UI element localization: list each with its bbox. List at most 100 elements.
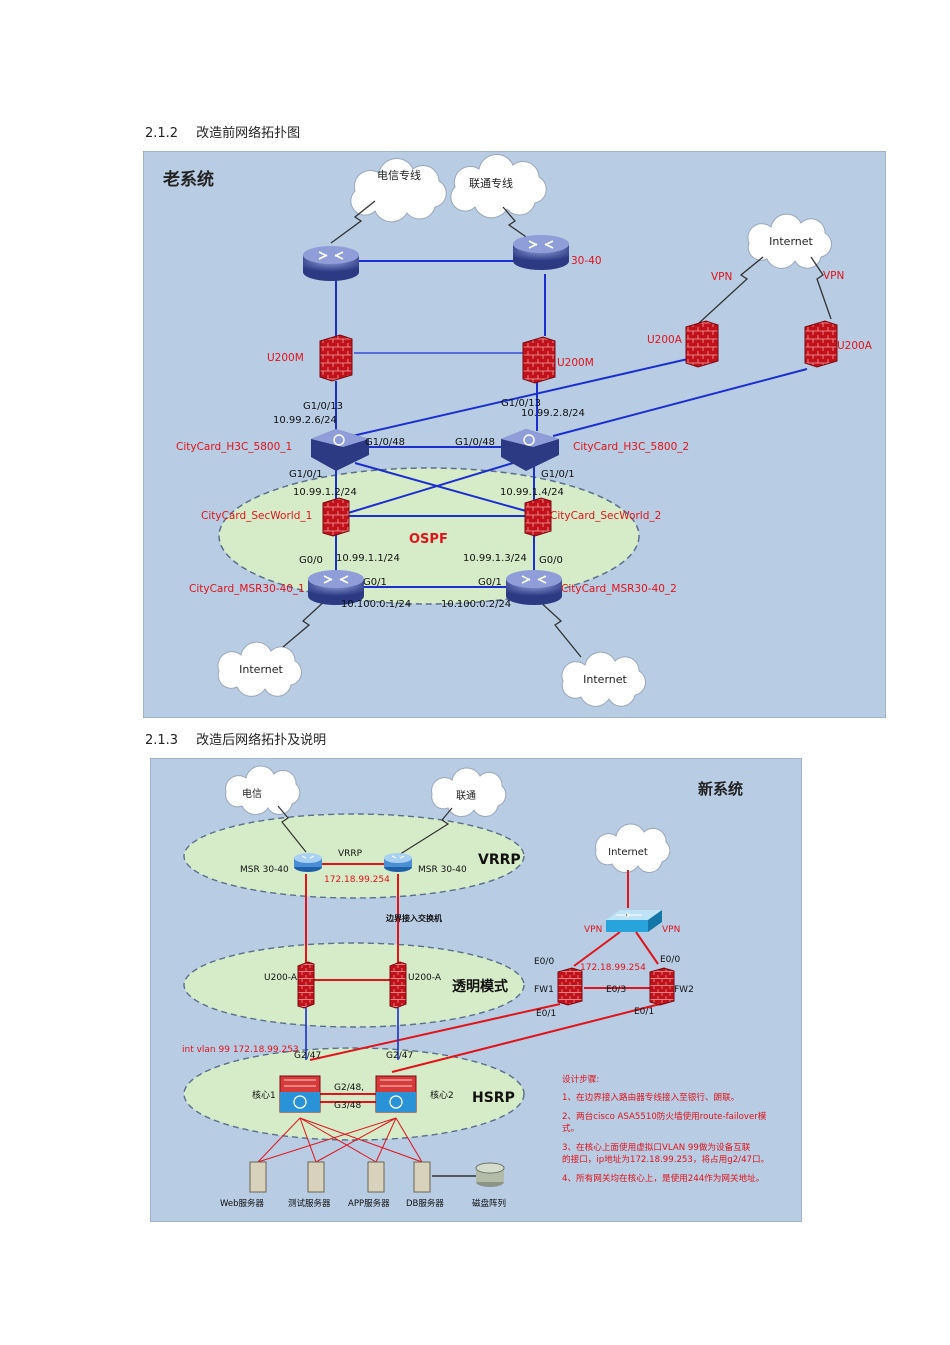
old-msr-left: [308, 570, 364, 605]
cloud-internet-left: Internet: [217, 641, 302, 697]
label-if-g1-0-48-left: G1/0/48: [365, 437, 405, 448]
old-router-top-left: [303, 246, 359, 281]
old-switch-left: [311, 429, 369, 471]
cloud-unicom: 联通: [431, 767, 507, 818]
label-fw-sec-right: CityCard_SecWorld_2: [550, 510, 661, 522]
label-u200m-right: U200M: [557, 357, 594, 369]
label-vpn-right-new: VPN: [662, 925, 680, 935]
new-fw2: [649, 967, 675, 1006]
notes-step3a: 3、在核心上面使用虚拟口VLAN 99做为设备互联: [562, 1141, 751, 1153]
label-g2-47-right: G2/47: [386, 1051, 413, 1061]
label-if-g1-0-13-left: G1/0/13: [303, 401, 343, 412]
old-wan-zigzags: [282, 200, 832, 658]
label-srv-db: DB服务器: [406, 1198, 444, 1209]
label-storage: 磁盘阵列: [472, 1198, 506, 1209]
old-switch-right: [501, 429, 559, 471]
label-vrrp-link: VRRP: [338, 849, 363, 859]
new-router-msr-left: [294, 853, 322, 872]
label-g2-48: G2/48,: [334, 1083, 364, 1093]
core-switch-1: [279, 1075, 321, 1113]
cloud-telecom: 电信: [225, 765, 301, 816]
new-topology-diagram: 新系统 电信 联通 Internet: [150, 758, 802, 1222]
new-vpn-switch: [606, 910, 662, 932]
label-msr-left: CityCard_MSR30-40_1: [189, 583, 305, 595]
notes-step4: 4、所有网关均在核心上，是使用244作为网关地址。: [562, 1172, 764, 1184]
label-if-g0-1-right: G0/1: [478, 577, 502, 588]
cloud-internet-left-label: Internet: [239, 663, 283, 676]
label-e0-3: E0/3: [606, 985, 626, 995]
label-msr-right-new: MSR 30-40: [418, 865, 467, 875]
label-ip-10-100-0-2: 10.100.0.2/24: [441, 599, 511, 610]
new-red-links: [305, 863, 661, 1073]
label-transparent-mode: 透明模式: [452, 978, 508, 995]
transparent-zone: [183, 942, 525, 1028]
label-srv-web: Web服务器: [220, 1198, 265, 1209]
label-u200a-right: U200A: [837, 340, 873, 352]
label-vpn-left: VPN: [711, 271, 732, 283]
old-fw-secworld-left: [322, 497, 350, 537]
label-ip-10-99-2-6: 10.99.2.6/24: [273, 415, 337, 426]
label-hsrp-zone: HSRP: [472, 1090, 515, 1106]
label-if-g1-0-1-left: G1/0/1: [289, 469, 323, 480]
core-switch-2: [375, 1075, 417, 1113]
old-fw-u200a-left: [685, 320, 719, 368]
label-if-g0-0-right: G0/0: [539, 555, 563, 566]
vrrp-zone: [183, 813, 525, 899]
label-e0-1-left: E0/1: [536, 1009, 556, 1019]
old-fw-u200a-right: [804, 320, 838, 368]
label-int-vlan: int vlan 99 172.18.99.253: [182, 1045, 299, 1055]
storage-array: [475, 1162, 505, 1187]
new-diagram-title: 新系统: [698, 780, 743, 798]
label-ip-10-100-0-1: 10.100.0.1/24: [341, 599, 411, 610]
cloud-telecom-line: 电信专线: [350, 158, 447, 223]
old-fw-u200m-left: [319, 334, 353, 382]
label-u200a-left-new: U200-A: [264, 973, 298, 983]
old-topology-diagram: 老系统 电信专线 联通专线 Internet Internet Internet: [143, 151, 886, 718]
label-u200a-right-new: U200-A: [408, 973, 442, 983]
notes-step2a: 2、两台cisco ASA5510防火墙使用route-failover模: [562, 1110, 767, 1122]
notes-step3b: 的接口，ip地址为172.18.99.253，将占用g2/47口。: [562, 1153, 769, 1165]
new-fw-u200a-right: [389, 961, 407, 1009]
new-router-msr-right: [384, 853, 412, 872]
label-vpn-right: VPN: [823, 270, 844, 282]
heading-after-text: 改造后网络拓扑及说明: [196, 733, 327, 748]
label-e0-0-right: E0/0: [660, 955, 680, 965]
label-ip-10-99-1-2: 10.99.1.2/24: [293, 487, 357, 498]
cloud-unicom-label: 联通专线: [469, 176, 513, 190]
old-router-top-right: [513, 235, 569, 270]
label-msr-left-new: MSR 30-40: [240, 865, 289, 875]
cloud-internet-right: Internet: [561, 651, 646, 707]
new-wan-zigzags: [277, 805, 453, 859]
server-test: [307, 1161, 325, 1193]
server-app: [367, 1161, 385, 1193]
cloud-internet-top-label: Internet: [769, 235, 813, 248]
label-fw1: FW1: [534, 985, 554, 995]
label-ip-10-99-2-8: 10.99.2.8/24: [521, 408, 585, 419]
label-if-g1-0-13-right: G1/0/13: [501, 398, 541, 409]
notes-step1: 1、在边界接入路由器专线接入至银行、朗联。: [562, 1091, 739, 1103]
label-if-g0-1-left: G0/1: [363, 577, 387, 588]
label-vip-vrrp: 172.18.99.254: [324, 875, 390, 885]
old-msr-right: [506, 570, 562, 605]
label-srv-app: APP服务器: [348, 1198, 390, 1209]
label-edge-switch: 边界接入交换机: [385, 913, 442, 923]
cloud-telecom-label: 电信专线: [377, 168, 421, 182]
label-e0-0-left: E0/0: [534, 957, 554, 967]
new-fw-u200a-left: [297, 961, 315, 1009]
old-diagram-title: 老系统: [162, 169, 214, 190]
label-vrrp-zone: VRRP: [478, 852, 521, 868]
label-ip-fw: 172.18.99.254: [580, 963, 646, 973]
label-router-30-40: 30-40: [571, 255, 602, 267]
label-core2: 核心2: [430, 1089, 454, 1101]
notes-step2b: 式。: [562, 1122, 579, 1134]
server-db: [413, 1161, 431, 1193]
old-fw-u200m-right: [522, 336, 556, 384]
label-ip-10-99-1-1: 10.99.1.1/24: [336, 553, 400, 564]
label-if-g1-0-1-right: G1/0/1: [541, 469, 575, 480]
heading-before-number: 2.1.2: [145, 126, 179, 141]
label-sw-left: CityCard_H3C_5800_1: [176, 441, 292, 453]
label-fw-sec-left: CityCard_SecWorld_1: [201, 510, 312, 522]
cloud-internet-new: Internet: [595, 823, 671, 874]
